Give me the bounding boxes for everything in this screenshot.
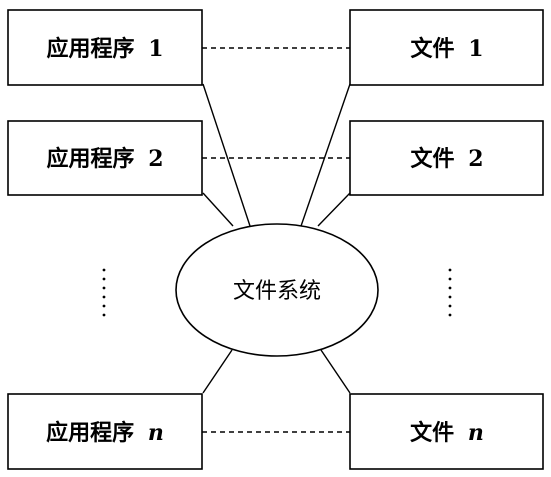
app-label-2: 应用程序 (47, 146, 135, 172)
line-app2-fs (202, 192, 234, 227)
svg-text:文件 2: 文件 2 (411, 146, 484, 172)
app-box-2: 应用程序 2 (7, 120, 203, 196)
app-label-1: 应用程序 (47, 36, 135, 62)
app-index-1: 1 (148, 36, 163, 62)
app-index-n: n (148, 420, 164, 446)
svg-text:应用程序 n: 应用程序 n (46, 420, 164, 446)
svg-text:应用程序 1: 应用程序 1 (47, 36, 164, 62)
line-filen-fs (320, 349, 351, 394)
file-system-label: 文件系统 (233, 279, 321, 304)
file-box-n: 文件 n (349, 393, 544, 470)
file-label-2: 文件 (411, 146, 455, 172)
apps-ellipsis-icon (102, 268, 106, 317)
file-label-n: 文件 (410, 420, 454, 446)
app-label-n: 应用程序 (46, 420, 134, 446)
file-label-1: 文件 (411, 36, 455, 62)
file-index-1: 1 (468, 36, 483, 62)
app-index-2: 2 (148, 146, 163, 172)
svg-text:应用程序 2: 应用程序 2 (47, 146, 164, 172)
svg-text:文件 n: 文件 n (410, 420, 484, 446)
line-file2-fs (317, 192, 351, 227)
line-file1-fs (299, 83, 351, 230)
app-box-1: 应用程序 1 (7, 9, 203, 86)
line-app1-fs (202, 83, 252, 230)
svg-text:文件 1: 文件 1 (411, 36, 484, 62)
line-appn-fs (202, 349, 233, 394)
file-box-2: 文件 2 (349, 120, 544, 196)
file-system-node: 文件系统 (175, 223, 379, 357)
file-index-2: 2 (468, 146, 483, 172)
files-ellipsis-icon (448, 268, 452, 317)
app-box-n: 应用程序 n (7, 393, 203, 470)
file-box-1: 文件 1 (349, 9, 544, 86)
file-index-n: n (468, 420, 484, 446)
